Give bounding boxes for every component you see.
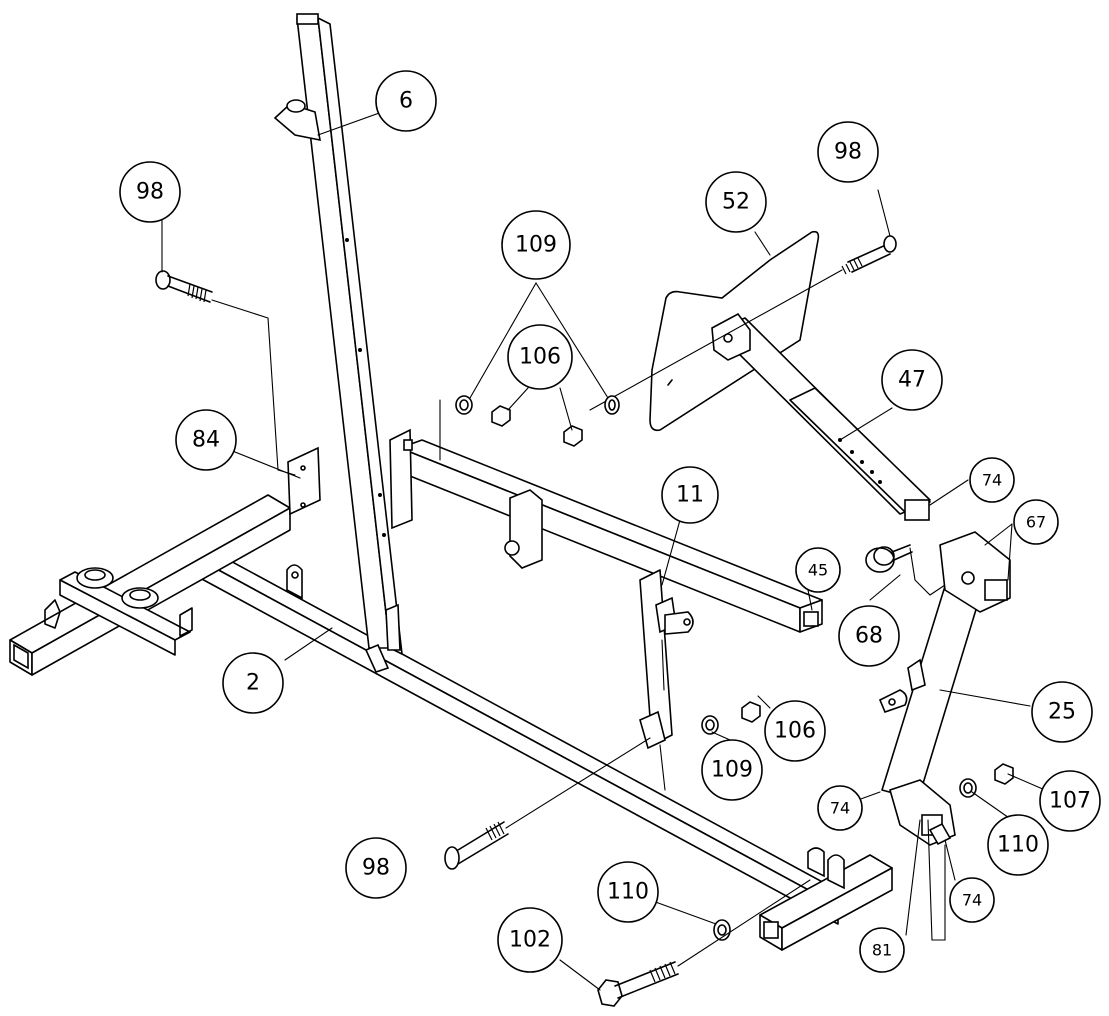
horizontal-arm-part-45 (389, 428, 823, 633)
washer-nut-109-106-lower (701, 701, 761, 735)
upright-tube-part-6 (273, 13, 403, 673)
callout-98-top-right: 98 (817, 121, 879, 183)
callout-74-bottom: 74 (949, 877, 995, 923)
callout-label-25: 25 (1048, 700, 1076, 725)
callout-106-lower: 106 (764, 700, 826, 762)
callout-label-45: 45 (808, 561, 828, 580)
end-caps-74 (928, 822, 952, 846)
callout-label-110: 110 (997, 833, 1039, 858)
callout-label-11: 11 (676, 483, 704, 508)
bolt-98-top-right (589, 235, 897, 411)
callout-label-6: 6 (399, 89, 413, 114)
left-foot-cross (44, 567, 193, 656)
callout-106-top: 106 (507, 324, 573, 390)
callout-label-74: 74 (982, 471, 1002, 490)
bracket-part-84 (287, 446, 321, 516)
vertical-support-part-11 (639, 569, 694, 750)
callout-84: 84 (175, 409, 237, 471)
callout-98-bottom: 98 (345, 837, 407, 899)
leader-lines (161, 111, 1046, 991)
callout-47: 47 (881, 349, 943, 411)
callout-label-2: 2 (246, 671, 260, 696)
cross-rail-front (759, 854, 893, 951)
callout-label-81: 81 (872, 941, 892, 960)
callout-label-98: 98 (834, 140, 862, 165)
callout-81: 81 (859, 927, 905, 973)
washers-nuts-109-106-top (439, 395, 620, 461)
callout-107: 107 (1039, 770, 1101, 832)
callout-6: 6 (375, 70, 437, 132)
callout-label-98: 98 (362, 856, 390, 881)
callout-label-109: 109 (711, 758, 753, 783)
callout-45: 45 (795, 547, 841, 593)
callout-label-47: 47 (898, 368, 926, 393)
callout-52: 52 (705, 171, 767, 233)
callout-label-109: 109 (515, 233, 557, 258)
callout-110-right: 110 (987, 814, 1049, 876)
callout-68: 68 (838, 605, 900, 667)
callout-label-107: 107 (1049, 789, 1091, 814)
callout-label-110: 110 (607, 880, 649, 905)
callout-109-top: 109 (501, 210, 571, 280)
bolt-102-washer-110 (597, 879, 811, 1007)
callout-67: 67 (1013, 499, 1059, 545)
bolt-98-bottom (444, 737, 651, 870)
callout-109-lower: 109 (701, 739, 763, 801)
callout-label-106: 106 (519, 345, 561, 370)
callout-label-102: 102 (509, 928, 551, 953)
callout-label-52: 52 (722, 190, 750, 215)
rear-leg-part-25 (878, 531, 1011, 846)
callout-label-74: 74 (962, 891, 982, 910)
callout-110-bottom: 110 (597, 861, 659, 923)
callout-label-67: 67 (1026, 513, 1046, 532)
knob-part-68 (865, 544, 961, 596)
callout-label-68: 68 (855, 624, 883, 649)
base-rail-tabs (286, 564, 845, 890)
callout-label-106: 106 (774, 719, 816, 744)
callout-74-seat: 74 (969, 457, 1015, 503)
callout-98-top-left: 98 (119, 161, 181, 223)
seat-tube-part-47 (711, 312, 931, 521)
callout-label-98: 98 (136, 180, 164, 205)
callout-11: 11 (661, 466, 719, 524)
callout-label-74: 74 (830, 799, 850, 818)
callout-25: 25 (1031, 681, 1093, 743)
callout-label-84: 84 (192, 428, 220, 453)
callout-102: 102 (497, 907, 563, 973)
callout-2: 2 (222, 652, 284, 714)
callout-74-leg: 74 (817, 785, 863, 831)
